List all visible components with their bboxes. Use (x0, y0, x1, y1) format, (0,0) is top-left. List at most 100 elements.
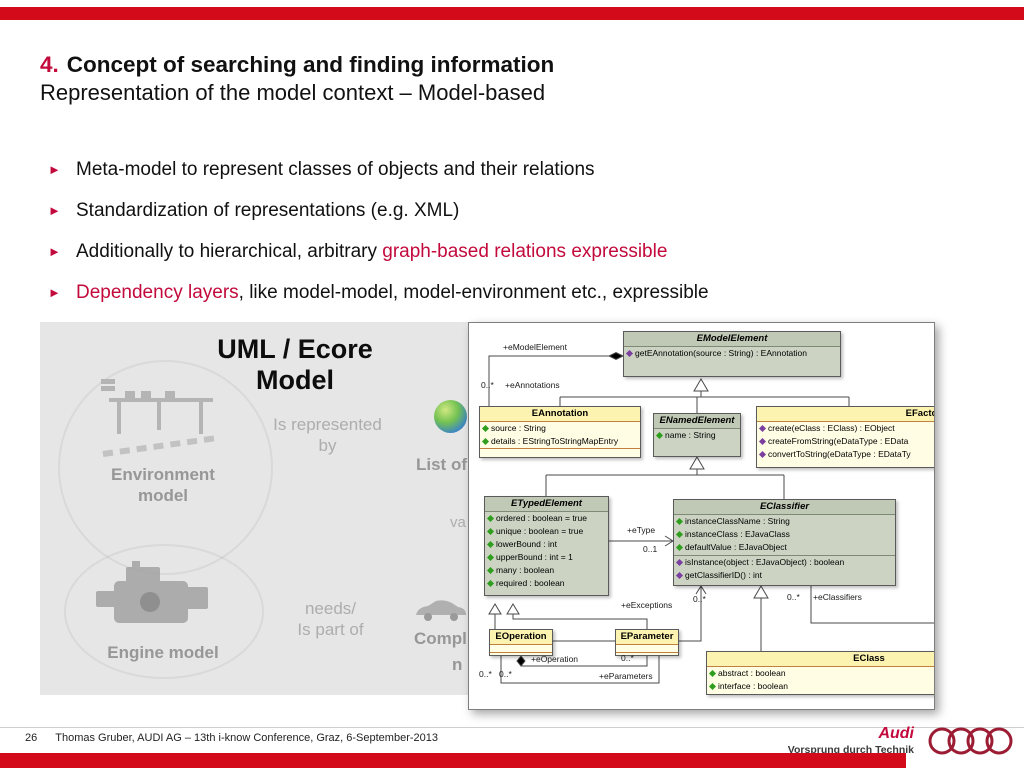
uml-attribute-text: details : EStringToStringMapEntry (491, 436, 619, 446)
uml-attribute: unique : boolean = true (485, 525, 608, 538)
operation-icon (675, 571, 684, 580)
uml-connector-lines (488, 351, 934, 684)
page-number: 26 (25, 732, 38, 744)
uml-edge-label: 0..* (479, 669, 492, 679)
uml-operation: createFromString(eDataType : EData (757, 435, 934, 448)
uml-class-eparameter: EParameter (615, 629, 679, 656)
uml-empty-compartment (616, 652, 678, 659)
uml-class-eclass: EClass abstract : boolean interface : bo… (706, 651, 934, 695)
bullet-item: ► Additionally to hierarchical, arbitrar… (48, 240, 948, 263)
uml-attribute: instanceClass : EJavaClass (674, 528, 895, 541)
page-title: 4.Concept of searching and finding infor… (40, 50, 554, 79)
uml-class-title: EClass (707, 652, 934, 667)
bullet-text: Meta-model to represent classes of objec… (76, 159, 595, 180)
uml-class-title: EClassifier (674, 500, 895, 515)
uml-attribute-text: defaultValue : EJavaObject (685, 542, 787, 552)
ghost-label-line: by (318, 436, 337, 456)
uml-edge-label: +eExceptions (621, 600, 673, 610)
uml-edge-label: 0..* (481, 380, 494, 390)
uml-operation: isInstance(object : EJavaObject) : boole… (674, 556, 895, 569)
ghost-label-line: Environment (111, 465, 215, 484)
uml-attribute: details : EStringToStringMapEntry (480, 435, 640, 448)
ghost-label-engine: Engine model (107, 643, 219, 662)
bullet-marker-icon: ► (48, 285, 61, 300)
uml-edge-label: 0..* (693, 594, 706, 604)
attribute-icon (655, 431, 664, 440)
bullet-item: ► Dependency layers, like model-model, m… (48, 281, 948, 304)
bullet-text: Dependency layers, like model-model, mod… (76, 281, 709, 304)
attribute-icon (486, 514, 495, 523)
uml-operation: convertToString(eDataType : EDataTy (757, 448, 934, 461)
ghost-label-line: Is represented (273, 415, 382, 434)
uml-attribute: required : boolean (485, 577, 608, 590)
uml-class-eclassifier: EClassifier instanceClassName : String i… (673, 499, 896, 586)
uml-edge-label: 0..* (499, 669, 512, 679)
uml-operation-text: create(eClass : EClass) : EObject (768, 423, 895, 433)
uml-class-etypedelement: ETypedElement ordered : boolean = true u… (484, 496, 609, 596)
uml-operation: getClassifierID() : int (674, 569, 895, 582)
uml-operation-text: isInstance(object : EJavaObject) : boole… (685, 557, 845, 567)
uml-edge-label: +eType (627, 525, 656, 535)
bullet-item: ► Meta-model to represent classes of obj… (48, 158, 948, 181)
uml-empty-compartment (490, 652, 552, 659)
ghost-label-compl: Compl (414, 629, 467, 648)
uml-class-title: EAnnotation (480, 407, 640, 422)
sphere-icon (434, 400, 467, 433)
car-icon (416, 600, 466, 621)
operation-icon (758, 424, 767, 433)
uml-attribute-text: lowerBound : int (496, 539, 557, 549)
attribute-icon (486, 540, 495, 549)
ghost-label-needs: needs/ Is part of (268, 598, 393, 641)
uml-operation: getEAnnotation(source : String) : EAnnot… (624, 347, 840, 360)
ghost-label-line: model (137, 486, 189, 506)
engine-icon (96, 561, 208, 623)
ghost-label-n: n (452, 655, 463, 674)
uml-class-title: EModelElement (624, 332, 840, 347)
figure-area: Environment model Is represented by List… (40, 322, 935, 710)
uml-empty-compartment (490, 645, 552, 652)
uml-class-title: EOperation (490, 630, 552, 645)
attribute-icon (708, 682, 717, 691)
uml-attribute: lowerBound : int (485, 538, 608, 551)
brand-block: Audi Vorsprung durch Technik (788, 726, 1014, 756)
bullet-marker-icon: ► (48, 244, 61, 259)
figure-caption-line: Model (256, 365, 334, 396)
bullet-text-plain: , like model-model, model-environment et… (238, 282, 709, 303)
brand-name: Audi (878, 725, 914, 742)
uml-empty-compartment (480, 448, 640, 455)
attribute-icon (708, 669, 717, 678)
uml-attribute-text: interface : boolean (718, 681, 788, 691)
uml-attribute: upperBound : int = 1 (485, 551, 608, 564)
operation-icon (625, 349, 634, 358)
bridge-icon (101, 379, 218, 457)
uml-attribute-text: abstract : boolean (718, 668, 786, 678)
uml-attribute-text: name : String (665, 430, 716, 440)
uml-operation: create(eClass : EClass) : EObject (757, 422, 934, 435)
figure-caption: UML / Ecore Model (145, 334, 445, 396)
attribute-icon (675, 530, 684, 539)
uml-operation-text: getEAnnotation(source : String) : EAnnot… (635, 348, 807, 358)
uml-empty-compartment (616, 645, 678, 652)
attribute-icon (481, 424, 490, 433)
uml-class-title: EFactory (757, 407, 934, 422)
attribute-icon (481, 437, 490, 446)
uml-compartment-separator (674, 555, 895, 556)
bottom-accent-bar (0, 753, 906, 768)
bullet-text-accent: graph-based relations expressible (382, 241, 668, 262)
ghost-label-line: needs/ (304, 599, 357, 618)
title-text: Concept of searching and finding informa… (66, 52, 555, 77)
uml-edge-label: 0..* (621, 653, 634, 663)
ghost-circle (64, 544, 264, 679)
uml-class-eannotation: EAnnotation source : String details : ES… (479, 406, 641, 458)
bullet-marker-icon: ► (48, 162, 61, 177)
bullet-item: ► Standardization of representations (e.… (48, 199, 948, 222)
uml-class-eoperation: EOperation (489, 629, 553, 656)
uml-attribute-text: required : boolean (496, 578, 565, 588)
operation-icon (758, 450, 767, 459)
uml-attribute-text: instanceClassName : String (685, 516, 790, 526)
uml-class-title: ENamedElement (654, 414, 740, 429)
uml-attribute-text: source : String (491, 423, 546, 433)
uml-edge-label: +eClassifiers (813, 592, 862, 602)
uml-attribute: name : String (654, 429, 740, 442)
uml-class-title: ETypedElement (485, 497, 608, 512)
